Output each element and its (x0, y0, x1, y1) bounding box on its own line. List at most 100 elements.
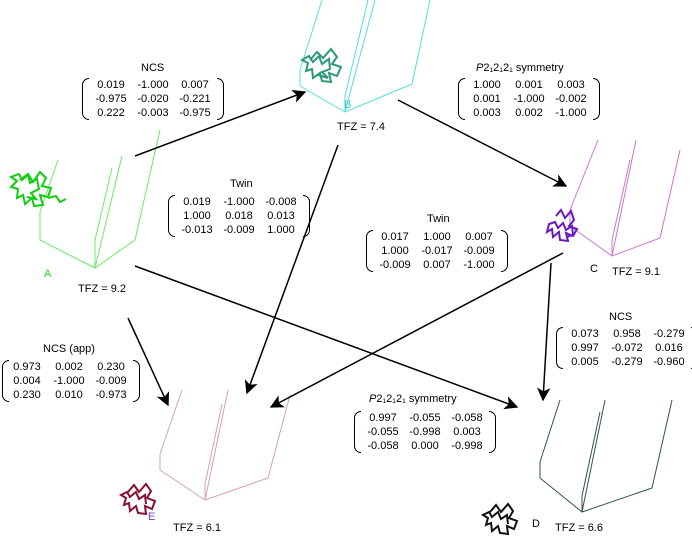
matrix-bracket (217, 78, 224, 120)
node-d-label: D (532, 518, 540, 530)
matrix-cell: 0.019 (183, 196, 211, 208)
matrix-cell: 0.997 (571, 342, 599, 354)
matrix-cell: -1.000 (463, 259, 495, 271)
matrix-cell: 0.973 (13, 361, 41, 373)
node-d-tfz: TFZ = 6.6 (555, 522, 603, 534)
matrix-row: -0.975 -0.020 -0.221 (90, 92, 216, 106)
matrix-cell: -0.279 (653, 328, 685, 340)
matrix-cell: -0.002 (555, 93, 587, 105)
matrix-bracket (168, 195, 175, 237)
matrix-cell: -1.000 (555, 107, 587, 119)
matrix-cell: -0.003 (137, 107, 169, 119)
edge-c-d-title: NCS (609, 311, 633, 323)
matrix-cell: -0.975 (179, 107, 211, 119)
matrix-cell: -1.000 (137, 79, 169, 91)
matrix-cell: 0.958 (613, 328, 641, 340)
edge-a-b-title: NCS (141, 62, 165, 74)
matrix-row: 0.003 0.002 -1.000 (466, 106, 592, 120)
matrix-cell: -0.055 (409, 412, 441, 424)
matrix-cell: 1.000 (267, 224, 295, 236)
node-d-cell-box (539, 399, 673, 513)
matrix-cell: 0.016 (655, 342, 683, 354)
matrix-cell: 0.002 (515, 107, 543, 119)
matrix-cell: 0.073 (571, 328, 599, 340)
node-b-molecule (299, 47, 343, 84)
matrix-row: 0.005-0.279-0.960 (564, 355, 690, 369)
matrix-cell: -0.058 (367, 440, 399, 452)
node-c-label: C (590, 263, 598, 275)
node-c-tfz: TFZ = 9.1 (612, 266, 660, 278)
matrix-bracket (458, 78, 465, 120)
node-e-structure (118, 389, 291, 516)
matrix-cell: -0.017 (421, 245, 453, 257)
matrix-cell: 0.018 (225, 210, 253, 222)
matrix-row: 0.222 -0.003 -0.975 (90, 106, 216, 120)
matrix-cell: 0.017 (381, 231, 409, 243)
edge-a-e-title: NCS (app) (43, 343, 95, 355)
matrix-row: 0.001-1.000-0.002 (466, 92, 592, 106)
matrix-cell: -0.221 (179, 93, 211, 105)
arrow-b-to-c (397, 99, 568, 187)
node-c-cell-box (569, 139, 681, 257)
matrix-row: 0.004-1.000-0.009 (6, 374, 132, 388)
arrow-a-to-b (134, 89, 307, 157)
matrix-bracket (556, 327, 563, 369)
matrix-cell: 0.003 (453, 426, 481, 438)
edge-b-c-title: P2₁2₁2₁ symmetry (476, 62, 564, 74)
matrix-row: 1.000-0.017-0.009 (374, 244, 500, 258)
matrix-cell: 0.005 (571, 356, 599, 368)
matrix-row: -0.009 0.007 -1.000 (374, 258, 500, 272)
matrix-cell: 1.000 (423, 231, 451, 243)
edges (127, 89, 568, 410)
node-e-label: E (148, 511, 156, 523)
matrix-cell: -0.020 (137, 93, 169, 105)
matrix-cell: -0.009 (379, 259, 411, 271)
node-a-label: A (44, 268, 52, 280)
matrix-row: 0.073 0.958 -0.279 (564, 327, 690, 341)
arrow-b-to-e (244, 144, 339, 395)
matrix-cell: 1.000 (381, 245, 409, 257)
edge-c-e-matrix: 0.017 1.000 0.007 1.000 -0.017 -0.009 -0.009… (366, 230, 508, 272)
node-b-label: B (344, 99, 352, 111)
matrix-cell: 0.997 (369, 412, 397, 424)
edge-b-e-title: Twin (230, 178, 253, 190)
matrix-bracket (593, 78, 600, 120)
matrix-cell: 0.004 (13, 375, 41, 387)
edge-c-e-title: Twin (427, 213, 450, 225)
edge-a-d-title: P2₁2₁2₁ symmetry (369, 393, 457, 405)
node-d-structure (480, 399, 673, 536)
matrix-bracket (303, 195, 310, 237)
matrix-cell: 0.019 (97, 79, 125, 91)
matrix-cell: -0.008 (265, 196, 297, 208)
matrix-cell: 0.001 (473, 93, 501, 105)
node-e-cell-box (159, 389, 291, 501)
node-e-tfz: TFZ = 6.1 (173, 522, 221, 534)
matrix-cell: 0.222 (97, 107, 125, 119)
matrix-cell: -0.960 (653, 356, 685, 368)
node-a-structure (8, 129, 161, 269)
matrix-cell: 0.003 (557, 79, 585, 91)
matrix-row: 0.997-0.055-0.058 (362, 411, 488, 425)
matrix-cell: -0.998 (451, 440, 483, 452)
matrix-bracket (133, 360, 140, 402)
matrix-bracket (354, 411, 361, 453)
node-a-tfz: TFZ = 9.2 (78, 283, 126, 295)
matrix-cell: -0.998 (409, 426, 441, 438)
matrix-cell: 0.230 (97, 361, 125, 373)
matrix-cell: -0.975 (95, 93, 127, 105)
matrix-bracket (501, 230, 508, 272)
matrix-cell: 0.003 (473, 107, 501, 119)
matrix-cell: 0.007 (423, 259, 451, 271)
